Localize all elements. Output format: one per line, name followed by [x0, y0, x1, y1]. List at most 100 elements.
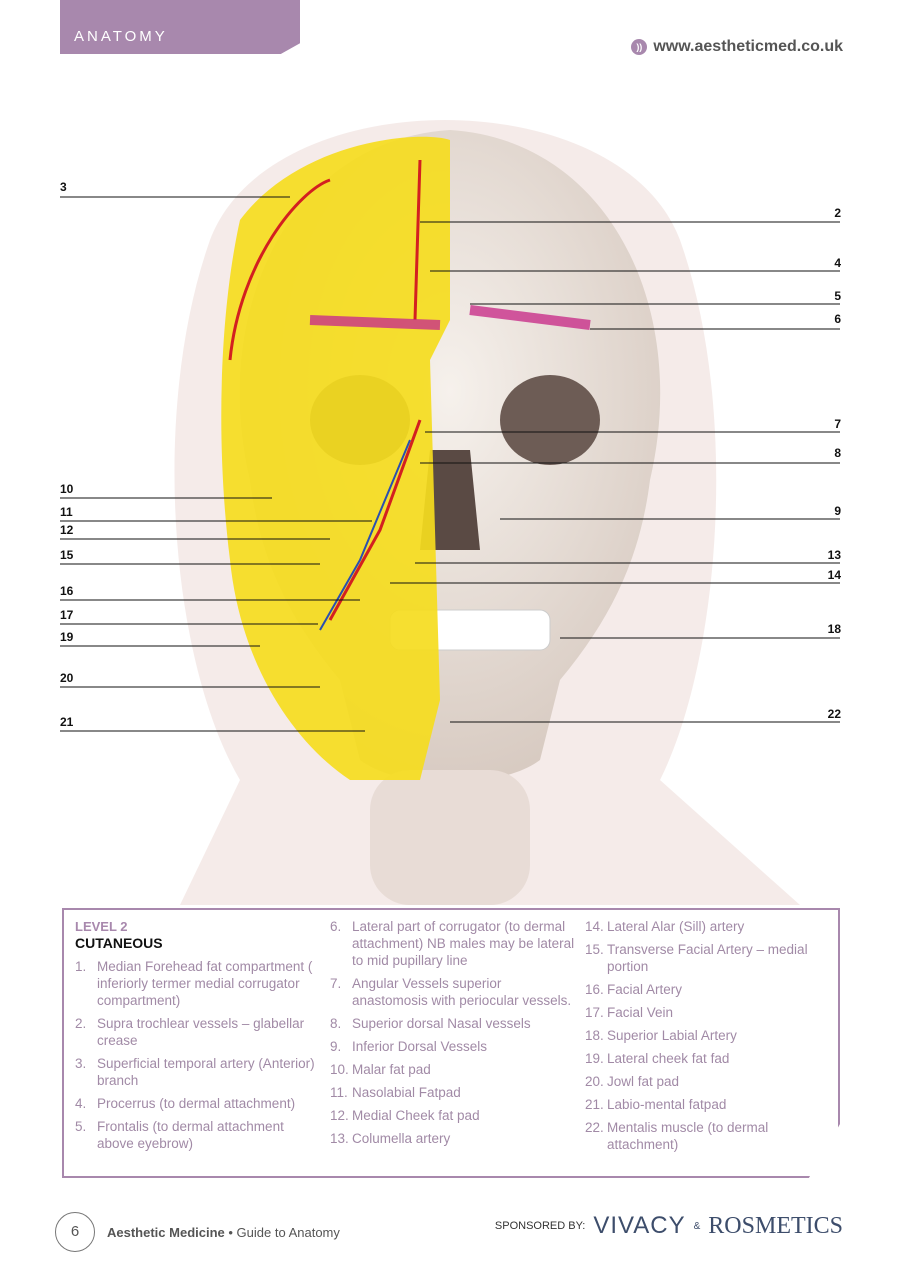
legend-item-number: 7.	[330, 976, 342, 991]
legend-item: 5.Frontalis (to dermal attachment above …	[75, 1118, 320, 1152]
sponsored-by-label: SPONSORED BY:	[494, 1220, 586, 1232]
legend-item-number: 21.	[585, 1097, 604, 1112]
legend-item-text: Malar fat pad	[352, 1062, 431, 1077]
legend-item-text: Lateral cheek fat fad	[607, 1051, 730, 1066]
legend-item-text: Supra trochlear vessels – glabellar crea…	[97, 1016, 305, 1048]
legend-item: 2. Supra trochlear vessels – glabellar cr…	[75, 1015, 320, 1049]
legend-item: 6. Lateral part of corrugator (to dermal …	[330, 918, 580, 969]
legend-item: 21.Labio-mental fatpad	[585, 1096, 830, 1113]
legend-item-text: Median Forehead fat compartment ( inferi…	[97, 959, 313, 1008]
legend-item: 3. Superficial temporal artery (Anterior)…	[75, 1055, 320, 1089]
callout-label: 22	[827, 707, 841, 721]
corrugator-muscle	[309, 305, 591, 330]
legend-item: 13.Columella artery	[330, 1130, 580, 1147]
callout-label: 7	[834, 417, 841, 431]
legend-item-number: 16.	[585, 982, 604, 997]
legend-item-text: Mentalis muscle (to dermal attachment)	[607, 1120, 769, 1152]
legend-item-text: Frontalis (to dermal attachment above ey…	[97, 1119, 284, 1151]
legend-column-2: 6. Lateral part of corrugator (to dermal …	[330, 918, 580, 1153]
callout-label: 9	[834, 504, 841, 518]
legend-item-text: Superficial temporal artery (Anterior) b…	[97, 1056, 315, 1088]
face-anatomy-illustration	[60, 120, 840, 905]
legend-item-number: 8.	[330, 1016, 342, 1031]
facial-vein	[319, 439, 411, 631]
legend-item: 17.Facial Vein	[585, 1004, 830, 1021]
legend-item-number: 14.	[585, 919, 604, 934]
legend-item-text: Superior Labial Artery	[607, 1028, 737, 1043]
vivacy-logo: VIVACY	[593, 1212, 686, 1239]
legend-item-number: 18.	[585, 1028, 604, 1043]
legend-item: 7. Angular Vessels superior anastomosis w…	[330, 975, 580, 1009]
ampersand: &	[693, 1220, 701, 1232]
nasal-cavity	[420, 450, 480, 550]
legend-item: 1.Median Forehead fat compartment ( infe…	[75, 958, 320, 1009]
legend-item-number: 9.	[330, 1039, 342, 1054]
legend-item-text: Columella artery	[352, 1131, 451, 1146]
website-url[interactable]: www.aestheticmed.co.uk	[653, 38, 843, 55]
legend-item: 20.Jowl fat pad	[585, 1073, 830, 1090]
legend-item-text: Jowl fat pad	[607, 1074, 680, 1089]
legend-item-number: 12.	[330, 1108, 349, 1123]
callout-label: 10	[60, 482, 74, 496]
legend-item-number: 6.	[330, 919, 342, 934]
callout-label: 17	[60, 608, 74, 622]
legend-item-number: 13.	[330, 1131, 349, 1146]
legend-item-number: 20.	[585, 1074, 604, 1089]
callout-label: 21	[60, 715, 74, 729]
callout-label: 16	[60, 584, 74, 598]
legend-item: 19.Lateral cheek fat fad	[585, 1050, 830, 1067]
legend-item-text: Transverse Facial Artery – medial portio…	[607, 942, 808, 974]
legend-item-number: 19.	[585, 1051, 604, 1066]
sponsor: SPONSORED BY: VIVACY & ROSMETICS	[495, 1212, 843, 1240]
legend-item: 12.Medial Cheek fat pad	[330, 1107, 580, 1124]
footer: 6 Aesthetic Medicine • Guide to Anatomy	[55, 1212, 340, 1252]
callout-label: 11	[60, 505, 73, 519]
legend-level: LEVEL 2	[75, 919, 128, 934]
legend-item-text: Labio-mental fatpad	[607, 1097, 727, 1112]
legend-item-text: Angular Vessels superior anastomosis wit…	[352, 976, 572, 1008]
legend-item: 15.Transverse Facial Artery – medial por…	[585, 941, 830, 975]
legend-box	[62, 908, 840, 1178]
section-label: ANATOMY	[74, 28, 168, 45]
legend-item: 16.Facial Artery	[585, 981, 830, 998]
section-tab: ANATOMY	[60, 0, 300, 54]
legend-column-1: LEVEL 2 CUTANEOUS 1.Median Forehead fat …	[75, 918, 320, 1158]
legend-item: 10.Malar fat pad	[330, 1061, 580, 1078]
legend-item: 8.Superior dorsal Nasal vessels	[330, 1015, 580, 1032]
callout-label: 12	[60, 523, 74, 537]
legend-item-number: 2.	[75, 1016, 87, 1031]
legend-item-number: 22.	[585, 1120, 604, 1135]
callout-label: 6	[834, 312, 841, 326]
legend-item: 14.Lateral Alar (Sill) artery	[585, 918, 830, 935]
callout-label: 4	[834, 256, 841, 270]
legend-item-text: Medial Cheek fat pad	[352, 1108, 480, 1123]
legend-item: 11.Nasolabial Fatpad	[330, 1084, 580, 1101]
publication-name: Aesthetic Medicine	[107, 1224, 225, 1240]
legend-item-number: 4.	[75, 1096, 87, 1111]
legend-title: CUTANEOUS	[75, 935, 163, 951]
publication-subtitle: Guide to Anatomy	[236, 1224, 340, 1240]
callout-label: 14	[827, 568, 841, 582]
right-orbit	[500, 375, 600, 465]
callout-label: 8	[834, 446, 841, 460]
callout-label: 20	[60, 671, 74, 685]
rss-icon: ))	[631, 39, 648, 55]
callout-label: 15	[60, 548, 74, 562]
legend-item-text: Inferior Dorsal Vessels	[352, 1039, 488, 1054]
legend-item-text: Facial Artery	[607, 982, 683, 997]
callout-label: 19	[60, 630, 74, 644]
legend-item-number: 15.	[585, 942, 604, 957]
callout-label: 13	[827, 548, 841, 562]
fat-compartments	[221, 136, 450, 780]
legend-item-number: 11.	[330, 1085, 348, 1100]
legend-item-text: Facial Vein	[607, 1005, 674, 1020]
legend-item: 4.Procerrus (to dermal attachment)	[75, 1095, 320, 1112]
separator: •	[224, 1224, 237, 1240]
website[interactable]: )) www.aestheticmed.co.uk	[631, 38, 843, 56]
legend-item-number: 3.	[75, 1056, 87, 1071]
legend-item: 22.Mentalis muscle (to dermal attachment…	[585, 1119, 830, 1153]
page-number: 6	[55, 1212, 95, 1252]
callout-label: 18	[827, 622, 841, 636]
legend-item-text: Lateral part of corrugator (to dermal at…	[352, 919, 575, 968]
legend-column-3: 14.Lateral Alar (Sill) artery 15.Transver…	[585, 918, 830, 1159]
